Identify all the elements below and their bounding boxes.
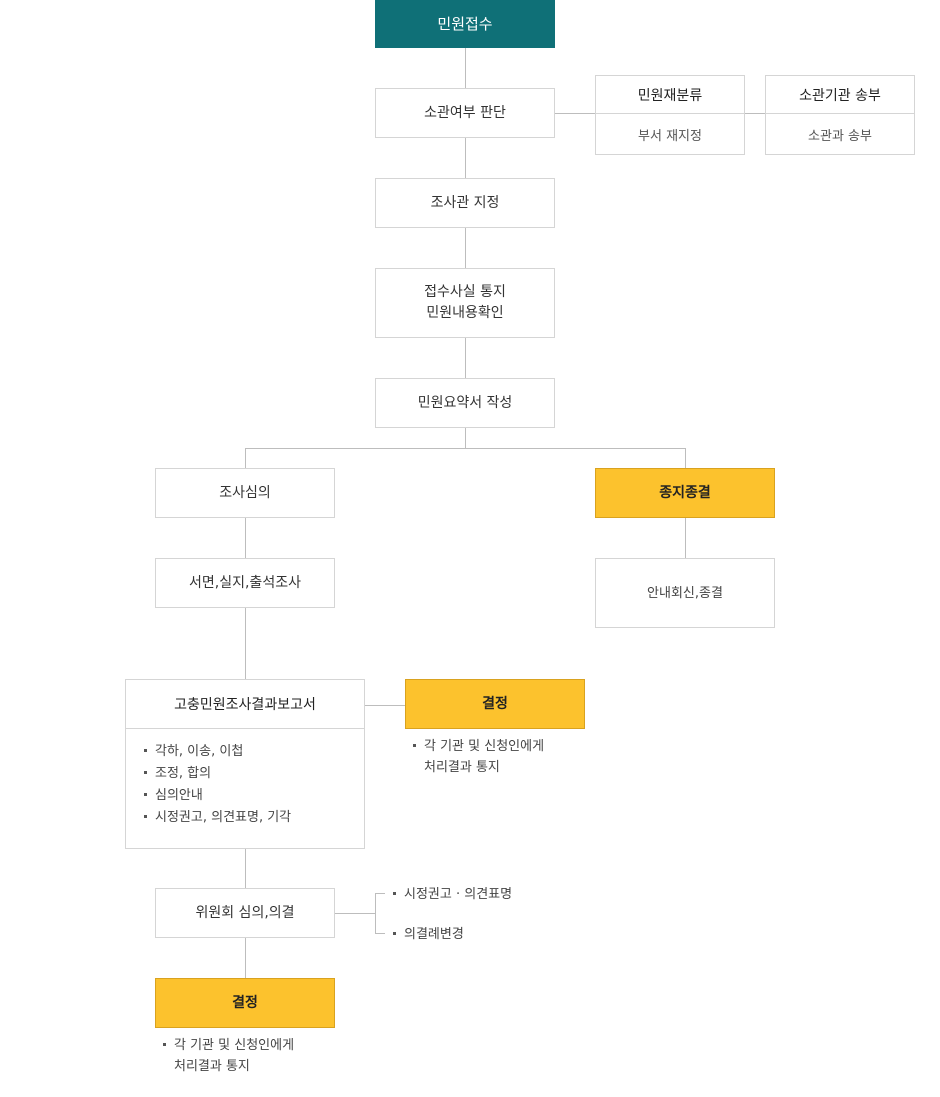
investigate-box: 서면,실지,출석조사 — [155, 558, 335, 608]
transfer-box: 소관기관 송부 소관과 송부 — [765, 75, 915, 155]
committee-box: 위원회 심의,의결 — [155, 888, 335, 938]
transfer-detail: 소관과 송부 — [808, 128, 872, 144]
connector — [555, 113, 595, 114]
connector — [465, 228, 466, 268]
connector — [245, 608, 246, 679]
committee-option: 시정권고 · 의견표명 — [393, 884, 512, 905]
report-box: 고충민원조사결과보고서 각하, 이송, 이첩 조정, 합의 심의안내 시정권고,… — [125, 679, 365, 849]
connector — [245, 518, 246, 558]
report-item: 심의안내 — [144, 785, 364, 807]
stop-box: 종지종결 — [595, 468, 775, 518]
decision-note-line: 각 기관 및 신청인에게 — [163, 1035, 294, 1056]
transfer-title: 소관기관 송부 — [766, 76, 914, 114]
committee-option: 의결례변경 — [393, 924, 464, 945]
connector — [465, 428, 466, 448]
connector — [465, 338, 466, 378]
decision-note-bottom: 각 기관 및 신청인에게 처리결과 통지 — [163, 1035, 294, 1077]
stop-result-box: 안내회신,종결 — [595, 558, 775, 628]
decision-note-line: 처리결과 통지 — [424, 760, 500, 775]
reclassify-box: 민원재분류 부서 재지정 — [595, 75, 745, 155]
connector — [685, 518, 686, 558]
decision-note-line: 각 기관 및 신청인에게 — [413, 736, 544, 757]
connector — [245, 938, 246, 978]
report-title: 고충민원조사결과보고서 — [126, 680, 364, 729]
reclassify-detail: 부서 재지정 — [638, 128, 702, 144]
connector — [245, 448, 686, 449]
report-item: 각하, 이송, 이첩 — [144, 741, 364, 763]
jurisdiction-box: 소관여부 판단 — [375, 88, 555, 138]
decision-box-right: 결정 — [405, 679, 585, 729]
report-item: 조정, 합의 — [144, 763, 364, 785]
decision-box-bottom: 결정 — [155, 978, 335, 1028]
receipt-box: 민원접수 — [375, 0, 555, 48]
summary-box: 민원요약서 작성 — [375, 378, 555, 428]
assign-box: 조사관 지정 — [375, 178, 555, 228]
connector — [375, 933, 385, 934]
connector — [245, 448, 246, 468]
decision-note-line: 처리결과 통지 — [174, 1059, 250, 1074]
review-box: 조사심의 — [155, 468, 335, 518]
notify-line: 민원내용확인 — [426, 305, 504, 321]
connector — [375, 893, 385, 894]
report-item: 시정권고, 의견표명, 기각 — [144, 807, 364, 829]
connector — [335, 913, 375, 914]
report-items: 각하, 이송, 이첩 조정, 합의 심의안내 시정권고, 의견표명, 기각 — [126, 729, 364, 848]
notify-box: 접수사실 통지 민원내용확인 — [375, 268, 555, 338]
connector — [245, 849, 246, 888]
connector — [465, 138, 466, 178]
notify-line: 접수사실 통지 — [424, 284, 506, 300]
connector — [365, 705, 405, 706]
connector — [745, 113, 765, 114]
decision-note-right: 각 기관 및 신청인에게 처리결과 통지 — [413, 736, 544, 778]
connector — [465, 47, 466, 88]
connector — [685, 448, 686, 468]
connector — [375, 893, 376, 934]
committee-option-label: 의결례변경 — [393, 924, 464, 945]
reclassify-title: 민원재분류 — [596, 76, 744, 114]
committee-option-label: 시정권고 · 의견표명 — [393, 884, 512, 905]
